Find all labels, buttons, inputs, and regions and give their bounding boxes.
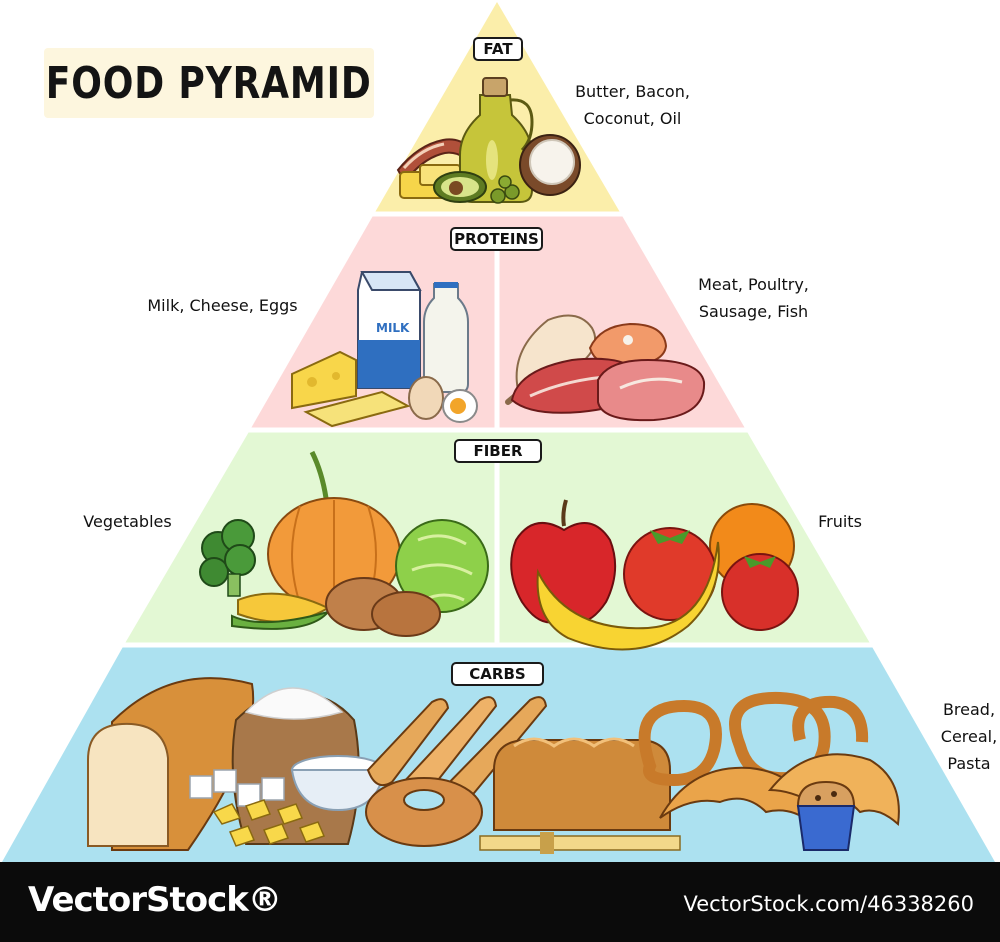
potato-icon xyxy=(325,577,441,637)
raw-meat-icon xyxy=(510,357,706,422)
page-title: FOOD PYRAMID xyxy=(46,57,372,109)
fiber-left-caption: Vegetables xyxy=(83,512,172,531)
fiber-label: FIBER xyxy=(454,439,542,463)
cabbage-icon xyxy=(395,519,489,613)
muffin-icon xyxy=(796,780,856,851)
svg-text:MILK: MILK xyxy=(376,321,410,335)
olives-icon xyxy=(490,175,520,204)
carbs-items-caption: Bread, Cereal, Pasta xyxy=(940,700,998,773)
title-banner: FOOD PYRAMID xyxy=(44,48,374,118)
watermark-brand: VectorStock® xyxy=(28,880,282,920)
flour-bowl-icon xyxy=(290,755,386,812)
baguette-icon xyxy=(366,696,548,814)
donut-icon xyxy=(365,777,483,847)
watermark-bar xyxy=(0,862,1000,942)
proteins-label: PROTEINS xyxy=(450,227,543,251)
pasta-icon xyxy=(212,799,326,847)
egg-icon xyxy=(408,376,478,423)
fiber-right-caption: Fruits xyxy=(818,512,862,531)
cheese-icon xyxy=(291,350,411,428)
tomato-icon xyxy=(623,527,799,631)
bread-loaf-icon xyxy=(87,677,255,851)
tier-separators xyxy=(110,211,885,648)
avocado-icon xyxy=(433,171,487,203)
carbs-label: CARBS xyxy=(451,662,544,686)
broccoli-icon xyxy=(199,519,256,597)
fat-items-caption: Butter, Bacon, Coconut, Oil xyxy=(575,82,690,128)
milk-carton-icon: MILK xyxy=(357,271,422,389)
banana-icon xyxy=(536,541,720,651)
fat-label: FAT xyxy=(473,37,523,61)
sugar-cubes-icon xyxy=(189,769,285,807)
proteins-right-caption: Meat, Poultry, Sausage, Fish xyxy=(698,275,809,321)
spaghetti-icon xyxy=(479,832,681,854)
proteins-left-caption: Milk, Cheese, Eggs xyxy=(147,296,298,315)
coconut-icon xyxy=(519,134,581,196)
watermark-image-ref: VectorStock.com/46338260 xyxy=(683,892,974,916)
